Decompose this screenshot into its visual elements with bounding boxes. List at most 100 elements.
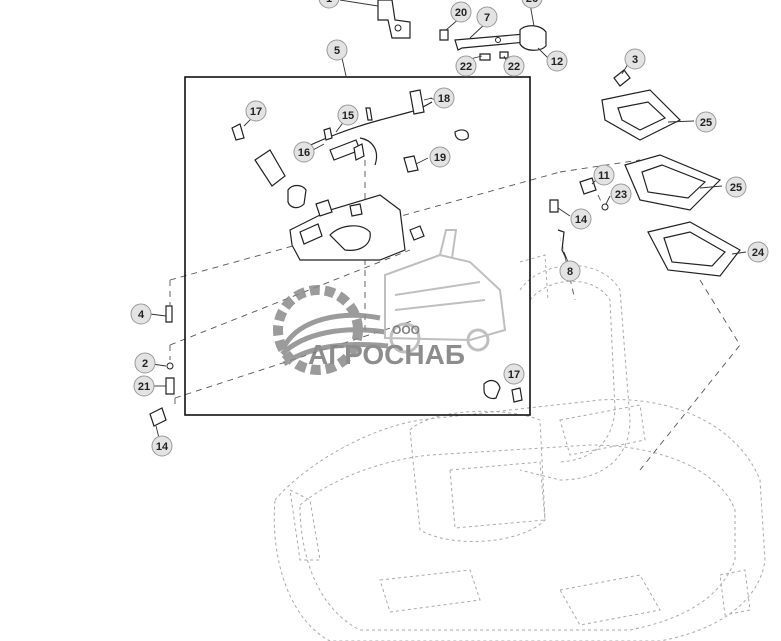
retainer-bracket-part <box>439 25 547 61</box>
callout-7: 7 <box>476 6 498 28</box>
callout-number: 3 <box>632 54 638 66</box>
callout-25: 25 <box>695 111 717 133</box>
small-fasteners <box>323 107 419 173</box>
callout-number: 26 <box>526 0 538 5</box>
callout-5: 5 <box>326 39 348 61</box>
callout-24: 24 <box>747 241 769 263</box>
callout-circle <box>521 0 543 9</box>
callout-circle <box>695 111 717 133</box>
callout-number: 18 <box>438 93 450 105</box>
callout-2: 2 <box>134 352 156 374</box>
callout-circle <box>133 375 155 397</box>
callout-26: 26 <box>521 0 543 9</box>
seat-assembly-outline <box>273 254 766 641</box>
callout-circle <box>429 146 451 168</box>
watermark-prefix: ООО <box>392 323 420 337</box>
callout-11: 11 <box>593 164 615 186</box>
callout-circle <box>151 435 173 457</box>
callout-circle <box>476 6 498 28</box>
callout-14: 14 <box>151 435 173 457</box>
callout-circle <box>326 39 348 61</box>
harness-assembly <box>299 89 469 166</box>
callout-number: 25 <box>700 117 712 129</box>
callout-number: 4 <box>138 309 145 321</box>
callout-circle <box>610 183 632 205</box>
callout-number: 14 <box>156 441 169 453</box>
callout-number: 15 <box>342 110 354 122</box>
combine-harvester-icon <box>384 229 507 354</box>
callout-circle <box>546 50 568 72</box>
callout-22: 22 <box>455 55 477 77</box>
callout-number: 16 <box>298 147 310 159</box>
callout-23: 23 <box>610 183 632 205</box>
cover-plate-middle <box>624 154 723 211</box>
assembly-guide-lines <box>169 159 741 471</box>
watermark: ООО АГРОСНАБ <box>273 229 507 375</box>
callout-circle <box>455 55 477 77</box>
callout-number: 22 <box>460 61 472 73</box>
callout-circle <box>245 100 267 122</box>
callout-17: 17 <box>245 100 267 122</box>
watermark-company-name: АГРОСНАБ <box>308 339 465 370</box>
pivot-pin-parts <box>231 123 333 217</box>
callout-circle <box>134 352 156 374</box>
callout-number: 24 <box>752 247 765 259</box>
top-bracket-part <box>339 0 411 39</box>
callout-circle <box>130 303 152 325</box>
callout-22: 22 <box>503 55 525 77</box>
small-clip-part <box>549 175 611 263</box>
lever-bracket <box>289 194 425 261</box>
left-fasteners <box>149 305 175 443</box>
callout-circle <box>503 363 525 385</box>
callout-number: 11 <box>598 170 610 182</box>
callout-16: 16 <box>293 141 315 163</box>
callout-number: 23 <box>615 189 627 201</box>
callout-15: 15 <box>337 104 359 126</box>
callout-number: 21 <box>138 381 150 393</box>
cover-plate-upper <box>601 63 695 141</box>
callout-21: 21 <box>133 375 155 397</box>
detail-frame <box>184 76 531 416</box>
callout-circle <box>559 260 581 282</box>
seal-gasket <box>647 221 747 277</box>
callout-circle <box>570 208 592 230</box>
callout-number: 5 <box>334 45 340 57</box>
callout-25: 25 <box>725 176 747 198</box>
callout-number: 20 <box>455 7 467 19</box>
callout-1: 1 <box>318 0 340 9</box>
callout-layer: 1 20 7 26 22 22 12 5 3 18 17 15 16 19 25 25 11 23 14 24 8 4 2 2… <box>130 0 769 457</box>
callout-14: 14 <box>570 208 592 230</box>
gear-field-logo-icon <box>273 285 389 375</box>
callout-number: 17 <box>250 106 262 118</box>
callout-19: 19 <box>429 146 451 168</box>
callout-number: 25 <box>730 182 742 194</box>
callout-circle <box>747 241 769 263</box>
callout-number: 1 <box>326 0 332 5</box>
callout-number: 8 <box>567 266 573 278</box>
callout-12: 12 <box>546 50 568 72</box>
callout-number: 12 <box>551 56 563 68</box>
callout-circle <box>450 1 472 23</box>
callout-circle <box>725 176 747 198</box>
callout-8: 8 <box>559 260 581 282</box>
callout-circle <box>593 164 615 186</box>
callout-20: 20 <box>450 1 472 23</box>
callout-4: 4 <box>130 303 152 325</box>
callout-number: 22 <box>508 61 520 73</box>
callout-circle <box>433 87 455 109</box>
callout-number: 2 <box>142 358 148 370</box>
callout-circle <box>624 48 646 70</box>
callout-number: 7 <box>484 12 490 24</box>
knob-part <box>483 379 523 403</box>
callout-3: 3 <box>624 48 646 70</box>
callout-17: 17 <box>503 363 525 385</box>
callout-18: 18 <box>433 87 455 109</box>
callout-number: 17 <box>508 369 520 381</box>
callout-circle <box>293 141 315 163</box>
callout-circle <box>318 0 340 9</box>
callout-number: 14 <box>575 214 588 226</box>
callout-number: 19 <box>434 152 446 164</box>
callout-circle <box>337 104 359 126</box>
callout-circle <box>503 55 525 77</box>
